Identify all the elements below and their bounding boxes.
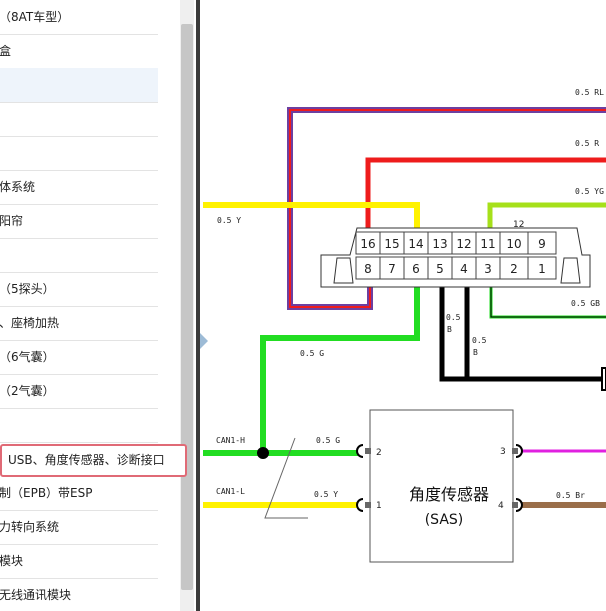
sensor-pin-label: 1 xyxy=(376,501,382,511)
wire-g xyxy=(260,278,420,453)
connector-ear-right xyxy=(560,257,581,284)
arrow-right-icon xyxy=(601,367,606,391)
sidebar-item[interactable]: 盒 xyxy=(0,34,158,69)
pin-label: 8 xyxy=(364,262,372,276)
sidebar-item-label: （6气囊） xyxy=(0,350,55,364)
sidebar-item-label: 力转向系统 xyxy=(0,520,60,534)
wire-label: 0.5 RL xyxy=(575,88,604,97)
wire-label: 0.5 xyxy=(472,336,487,345)
wire-label: 0.5 GB xyxy=(571,299,600,308)
sidebar-item[interactable] xyxy=(0,238,158,273)
wire-label: 0.5 G xyxy=(300,349,324,358)
sidebar-item-label: 制（EPB）带ESP xyxy=(0,486,93,500)
wire-label: CAN1-L xyxy=(216,487,245,496)
sidebar-item[interactable]: （5探头） xyxy=(0,272,158,307)
wire-rl-inner xyxy=(289,109,606,308)
sidebar-item[interactable]: （8AT车型） xyxy=(0,0,158,35)
sidebar-item[interactable]: 、座椅加热 xyxy=(0,306,158,341)
wire-y-top xyxy=(203,202,420,234)
sidebar-item[interactable]: 制（EPB）带ESP xyxy=(0,476,158,511)
panel-divider[interactable] xyxy=(196,0,200,611)
sidebar-item[interactable]: 体系统 xyxy=(0,170,158,205)
sidebar-panel: （8AT车型） 盒 体系统 阳帘 （5探头） 、座椅加热 （6气囊） （2气囊）… xyxy=(0,0,180,611)
wire-label: 0.5 xyxy=(446,313,461,322)
pin-label: 14 xyxy=(408,237,423,251)
sensor-terminals xyxy=(356,444,523,512)
wire-label: B xyxy=(473,348,478,357)
wire-label: 0.5 YG xyxy=(575,187,604,196)
sensor-pin-label: 3 xyxy=(500,447,506,457)
pin-label: 4 xyxy=(460,262,468,276)
junction-dot xyxy=(257,447,269,459)
pin-label: 16 xyxy=(360,237,375,251)
sidebar-item-label: 无线通讯模块 xyxy=(0,588,72,602)
sidebar-item-label: 体系统 xyxy=(0,180,36,194)
sidebar-item[interactable]: （6气囊） xyxy=(0,340,158,375)
pin-label: 1 xyxy=(538,262,546,276)
wire-label: 0.5 Br xyxy=(556,491,585,500)
pin-label: 2 xyxy=(510,262,518,276)
pin-label: 3 xyxy=(484,262,492,276)
sidebar-item[interactable] xyxy=(0,408,158,443)
sensor-subtitle: (SAS) xyxy=(425,512,464,528)
pin-label: 10 xyxy=(506,237,521,251)
sidebar-item-selected[interactable] xyxy=(0,68,158,103)
sidebar-item-label: 盒 xyxy=(0,44,12,58)
pin-label: 6 xyxy=(412,262,420,276)
sidebar-item[interactable]: （2气囊） xyxy=(0,374,158,409)
expand-arrow-icon[interactable] xyxy=(200,333,208,349)
sidebar-item-label: 、座椅加热 xyxy=(0,316,60,330)
pin-label: 5 xyxy=(436,262,444,276)
wire-labels: 0.5 RL 0.5 R 0.5 YG 0.5 Y 0.5 GB 0.5 G 0… xyxy=(216,88,604,500)
sidebar-item[interactable] xyxy=(0,136,158,171)
pin-label: 9 xyxy=(538,237,546,251)
pin-label: 15 xyxy=(384,237,399,251)
twisted-pair-marker xyxy=(264,437,308,519)
wire-label: B xyxy=(447,325,452,334)
pin-label: 12 xyxy=(456,237,471,251)
sidebar-item-label: USB、角度传感器、诊断接口 xyxy=(8,453,165,467)
connector-ear-left xyxy=(333,257,354,284)
sidebar-item[interactable] xyxy=(0,102,158,137)
sidebar-item[interactable]: 无线通讯模块 xyxy=(0,578,158,611)
pin-label: 7 xyxy=(388,262,396,276)
pin-note: 12 xyxy=(513,220,524,230)
sensor-title: 角度传感器 xyxy=(409,485,489,504)
sidebar-item-label: （8AT车型） xyxy=(0,10,70,24)
wire-gb-core xyxy=(490,278,606,318)
wire-label: 0.5 Y xyxy=(217,216,241,225)
wire-yg xyxy=(487,202,606,234)
wire-b1 xyxy=(439,278,606,382)
sidebar-item[interactable]: 阳帘 xyxy=(0,204,158,239)
sidebar-item[interactable]: 模块 xyxy=(0,544,158,579)
angle-sensor-box xyxy=(369,409,514,563)
sensor-pin-labels: 2 1 3 4 xyxy=(376,447,506,511)
wire-label: 0.5 Y xyxy=(314,490,338,499)
scrollbar-thumb[interactable] xyxy=(181,24,193,590)
sidebar-item-highlighted[interactable]: USB、角度传感器、诊断接口 xyxy=(0,444,187,477)
wire-label: CAN1-H xyxy=(216,436,245,445)
wire-label: 0.5 R xyxy=(575,139,599,148)
wire-r xyxy=(365,157,606,234)
sidebar-item-label: 阳帘 xyxy=(0,214,24,228)
connector-top-pins: 16 15 14 13 12 11 10 9 xyxy=(355,231,557,255)
sidebar-item[interactable]: 力转向系统 xyxy=(0,510,158,545)
sensor-pin-label: 4 xyxy=(498,501,504,511)
pin-label: 13 xyxy=(432,237,447,251)
wire-label: 0.5 G xyxy=(316,436,340,445)
sidebar-item-label: 模块 xyxy=(0,554,24,568)
pin-label: 11 xyxy=(480,237,495,251)
sidebar-item-label: （2气囊） xyxy=(0,384,55,398)
sidebar-item-label: （5探头） xyxy=(0,282,55,296)
wiring-diagram: 16 15 14 13 12 11 10 9 8 7 6 5 4 3 2 1 1… xyxy=(203,88,606,563)
connector-bottom-pins: 8 7 6 5 4 3 2 1 xyxy=(355,256,557,280)
sensor-pin-label: 2 xyxy=(376,448,382,458)
